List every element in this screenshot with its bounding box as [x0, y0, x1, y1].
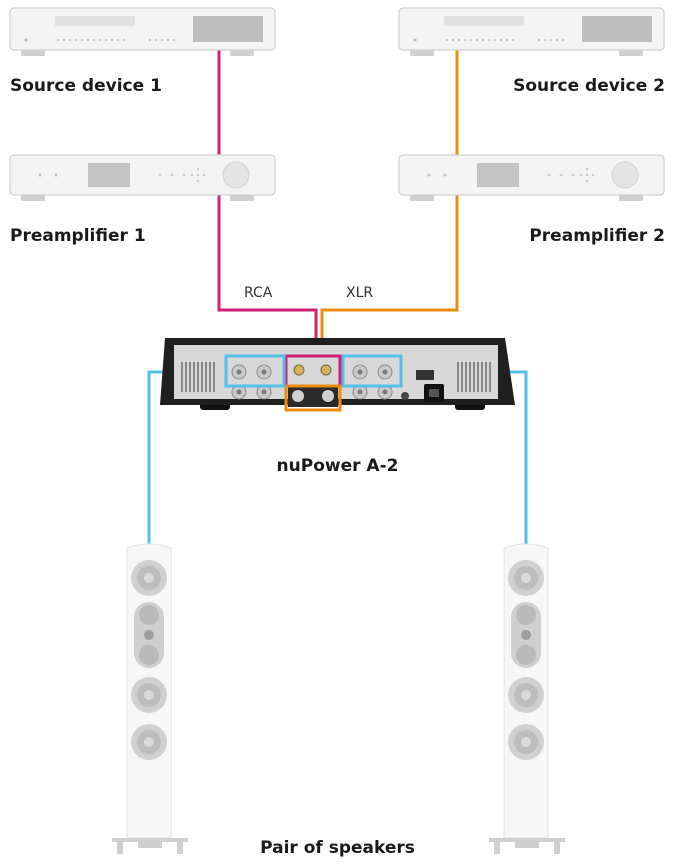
rca-cable [217, 50, 318, 372]
source-device-1-label: Source device 1 [10, 76, 162, 96]
source-device-1-unit [9, 7, 276, 56]
source-device-2-label: Source device 2 [513, 76, 665, 96]
xlr-cable-label: XLR [346, 285, 374, 301]
amplifier-unit [160, 338, 515, 410]
left-speaker-terminal-highlight [224, 354, 286, 388]
preamplifier-2-unit [398, 154, 665, 201]
amplifier-label: nuPower A-2 [276, 456, 399, 476]
source-device-2-unit [398, 7, 665, 56]
xlr-input-highlight [284, 384, 342, 412]
preamplifier-1-unit [9, 154, 276, 201]
preamplifier-1-label: Preamplifier 1 [10, 226, 146, 246]
preamplifier-2-label: Preamplifier 2 [529, 226, 665, 246]
left-speaker [112, 543, 188, 854]
rca-cable-label: RCA [244, 285, 273, 301]
speakers-label: Pair of speakers [260, 838, 415, 858]
right-speaker [489, 543, 565, 854]
right-speaker-terminal-highlight [341, 354, 403, 388]
